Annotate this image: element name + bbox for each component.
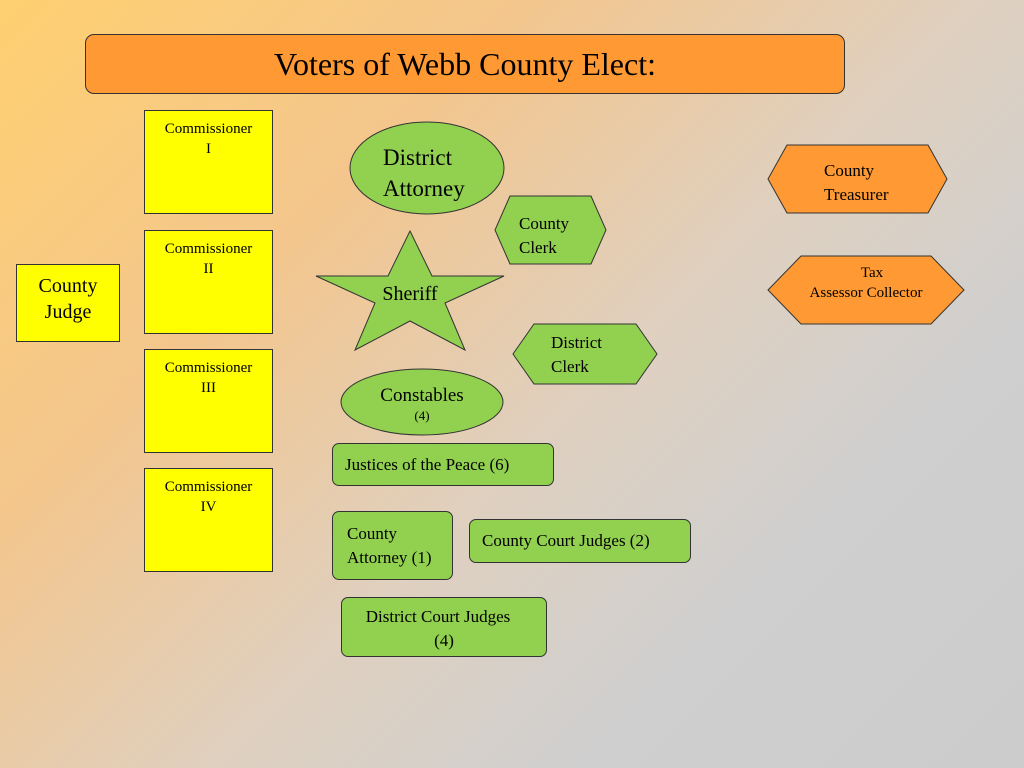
county-treasurer-hexagon — [767, 144, 948, 214]
tax-assessor-hexagon — [767, 255, 965, 325]
commissioner-4-box: Commissioner IV — [144, 468, 273, 572]
diagram-title: Voters of Webb County Elect: — [85, 34, 845, 94]
commissioner-3-label: Commissioner — [164, 360, 253, 376]
county-clerk-line1: County — [519, 214, 570, 233]
county-attorney-box: County Attorney (1) — [332, 511, 453, 580]
county-treasurer-line1: County — [824, 161, 875, 180]
county-clerk-hexagon — [494, 195, 607, 265]
district-clerk-hexagon — [512, 323, 658, 385]
constables-count: (4) — [414, 408, 430, 423]
commissioner-2-number: II — [203, 261, 214, 277]
district-clerk-line1: District — [551, 333, 602, 352]
county-judge-box: County Judge — [16, 264, 120, 342]
diagram-title-text: Voters of Webb County Elect: — [274, 45, 656, 82]
sheriff-star — [315, 229, 505, 352]
county-court-judges-label: County Court Judges (2) — [482, 531, 650, 550]
district-attorney-label: District Attorney — [383, 142, 465, 204]
county-clerk-line2: Clerk — [519, 238, 557, 257]
district-court-judges-line1: District Court Judges — [365, 607, 511, 626]
commissioner-1-number: I — [206, 141, 211, 157]
justices-of-peace-box: Justices of the Peace (6) — [332, 443, 554, 486]
district-attorney-ellipse — [349, 121, 505, 215]
commissioner-1-box: Commissioner I — [144, 110, 273, 214]
district-attorney-line1: District — [383, 145, 452, 170]
county-court-judges-box: County Court Judges (2) — [469, 519, 691, 563]
county-judge-line2: Judge — [44, 301, 92, 323]
constables-ellipse — [340, 368, 504, 436]
county-treasurer-label: County Treasurer — [824, 159, 889, 207]
district-attorney-line2: Attorney — [383, 176, 465, 201]
commissioner-4-number: IV — [200, 499, 217, 515]
commissioner-2-label: Commissioner — [164, 241, 253, 257]
commissioner-1-label: Commissioner — [164, 121, 253, 137]
county-clerk-label: County Clerk — [519, 212, 569, 260]
commissioner-3-number: III — [201, 380, 216, 396]
tax-assessor-label: Tax Assessor Collector — [767, 263, 997, 303]
district-clerk-label: District Clerk — [551, 331, 602, 379]
district-clerk-line2: Clerk — [551, 357, 589, 376]
county-attorney-line1: County — [347, 524, 398, 543]
commissioner-4-label: Commissioner — [164, 479, 253, 495]
justices-of-peace-label: Justices of the Peace (6) — [345, 455, 510, 474]
constables-title: Constables — [380, 385, 464, 406]
tax-assessor-line2: Assessor Collector — [809, 285, 923, 301]
district-court-judges-box: District Court Judges (4) — [341, 597, 547, 657]
county-treasurer-line2: Treasurer — [824, 185, 889, 204]
tax-assessor-line1: Tax — [860, 265, 884, 281]
constables-label: Constables (4) — [340, 384, 504, 424]
commissioner-3-box: Commissioner III — [144, 349, 273, 453]
commissioner-2-box: Commissioner II — [144, 230, 273, 334]
sheriff-label: Sheriff — [382, 283, 438, 305]
county-attorney-line2: Attorney (1) — [347, 548, 432, 567]
district-court-judges-line2: (4) — [434, 631, 454, 650]
county-judge-line1: County — [38, 275, 98, 297]
